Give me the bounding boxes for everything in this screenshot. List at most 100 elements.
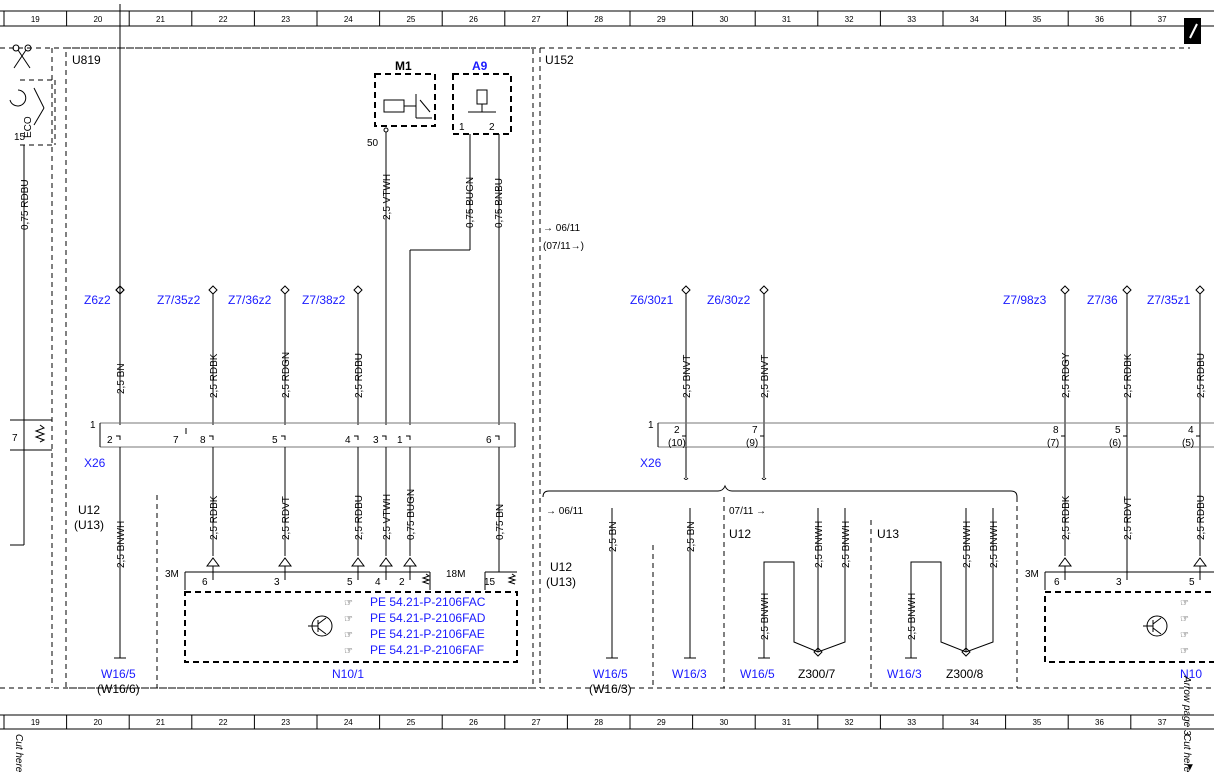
ruler-col-bottom-31: 31 [782, 718, 791, 727]
n10-1-conn-18m: 18M [446, 569, 465, 580]
ruler-col-top-30: 30 [719, 15, 728, 24]
n10-1-ref-1[interactable]: PE 54.21-P-2106FAD [370, 611, 486, 625]
ruler-col-bottom-29: 29 [657, 718, 666, 727]
ruler-col-bottom-32: 32 [845, 718, 854, 727]
x26-left-pin-2: 2 [107, 435, 113, 446]
n10-right-pin-5: 5 [1189, 577, 1195, 588]
u13-right: U13 [877, 527, 899, 541]
ground-z6z2: Z6z2 [84, 293, 111, 307]
u819-box: U819 [65, 47, 534, 689]
hand-pointer-icon: ☞ [1180, 646, 1189, 657]
n10-1-ref-2[interactable]: PE 54.21-P-2106FAE [370, 627, 485, 641]
u13-left: (U13) [74, 518, 104, 532]
wire-rdbu-right-upper: 2,5 RDBU [1196, 353, 1207, 398]
component-wires: 2,5 VTWH 0,75 BUGN 0,75 BNBU [382, 132, 505, 425]
hand-pointer-icon: ☞ [1180, 630, 1189, 641]
transistor-icon-right [1143, 615, 1168, 637]
a9-label: A9 [472, 59, 488, 73]
wire-bn-mid-1: 2,5 BN [608, 521, 619, 552]
x26-left-pin-3: 3 [373, 435, 379, 446]
wire-rdbu-upper: 2,5 RDBU [354, 353, 365, 398]
wire-u12-bnwh-3: 2,5 BNWH [841, 521, 852, 568]
hand-pointer-icon: ☞ [344, 630, 353, 641]
ruler-col-top-32: 32 [845, 15, 854, 24]
ruler-col-bottom-21: 21 [156, 718, 165, 727]
wire-rdbk-right-upper: 2,5 RDBK [1123, 353, 1134, 398]
wire-u12-bnwh-1: 2,5 BNWH [760, 593, 771, 640]
ground-z300-8: Z300/8 [946, 667, 984, 681]
ruler-col-top-34: 34 [970, 15, 979, 24]
u12-right: U12 [729, 527, 751, 541]
wire-u12-bnwh-2: 2,5 BNWH [814, 521, 825, 568]
x26-pin1-left: 1 [90, 420, 96, 431]
ruler-col-bottom-24: 24 [344, 718, 353, 727]
ruler-col-top-26: 26 [469, 15, 478, 24]
wire-bnwh-lower: 2,5 BNWH [116, 521, 127, 568]
ruler-col-top-29: 29 [657, 15, 666, 24]
ground-w16-5-left: W16/5 [101, 667, 136, 681]
wire-u13-bnwh-3: 2,5 BNWH [989, 521, 1000, 568]
n10-1-ref-3[interactable]: PE 54.21-P-2106FAF [370, 643, 484, 657]
x26-left-pin-4: 4 [345, 435, 351, 446]
cut-here-right: Cut here [1181, 734, 1192, 773]
x26-label-right: X26 [640, 456, 662, 470]
wire-u13-bnwh-2: 2,5 BNWH [962, 521, 973, 568]
n10-label: N10 [1180, 667, 1202, 681]
ruler-col-top-27: 27 [532, 15, 541, 24]
u13-mid: (U13) [546, 575, 576, 589]
scissors-icon [12, 44, 32, 69]
x26-left-pin-7: 7 [173, 435, 179, 446]
a9-pin-1: 1 [459, 122, 465, 133]
ruler-col-bottom-34: 34 [970, 718, 979, 727]
ruler-col-top-33: 33 [907, 15, 916, 24]
wire-bugn-top: 0,75 BUGN [465, 177, 476, 228]
x26-right-pin-8: 8 [1053, 425, 1059, 436]
wire-rdbu-lower: 2,5 RDBU [354, 495, 365, 540]
u152-box: U152 [539, 48, 574, 688]
x26-right-pin-paren-2: (10) [668, 438, 686, 449]
a9-component: A9 1 2 [452, 59, 512, 135]
ruler-col-top-22: 22 [219, 15, 228, 24]
left-eco-label: ECO [23, 116, 34, 138]
transistor-icon [308, 615, 333, 637]
wire-bnbu-top: 0,75 BNBU [494, 178, 505, 228]
n10-1-label: N10/1 [332, 667, 364, 681]
n10-1-pin-4: 4 [375, 577, 381, 588]
ruler-col-top-24: 24 [344, 15, 353, 24]
lower-left-wires: 2,5 BNWH 2,5 RDBK 2,5 RDVT 2,5 RDBU 2,5 … [114, 447, 506, 659]
ruler-col-bottom-22: 22 [219, 718, 228, 727]
a9-pin-2: 2 [489, 122, 495, 133]
arrow-page-label: Arrow page 3 [1181, 675, 1192, 736]
wire-rdbk-right-lower: 2,5 RDBK [1061, 495, 1072, 540]
n10-right-pin-6: 6 [1054, 577, 1060, 588]
ground-z7-38z2: Z7/38z2 [302, 293, 346, 307]
wire-bnvt-2: 2,5 BNVT [760, 355, 771, 398]
ground-w16-3-paren: (W16/3) [589, 682, 632, 696]
u12-left: U12 [78, 503, 100, 517]
wire-bnvt-1: 2,5 BNVT [682, 355, 693, 398]
x26-right-pin-paren-8: (7) [1047, 438, 1059, 449]
ground-z300-7: Z300/7 [798, 667, 836, 681]
ruler-col-bottom-19: 19 [31, 718, 40, 727]
hand-pointer-icon: ☞ [344, 614, 353, 625]
m1-component: M1 50 [367, 59, 436, 149]
ruler-col-top-19: 19 [31, 15, 40, 24]
ground-z6-30z2: Z6/30z2 [707, 293, 751, 307]
n10-1-ref-0[interactable]: PE 54.21-P-2106FAC [370, 595, 486, 609]
ruler-col-bottom-20: 20 [93, 718, 102, 727]
x26-left-pin-8: 8 [200, 435, 206, 446]
date-note-top-from: → 06/11 [543, 223, 580, 234]
x26-right-pin-paren-7: (9) [746, 438, 758, 449]
n10-1-pin-15: 15 [484, 577, 496, 588]
x26-pin1-right: 1 [648, 420, 654, 431]
x26-left-pin-5: 5 [272, 435, 278, 446]
x26-label-left: X26 [84, 456, 106, 470]
wire-bugn-lower: 0,75 BUGN [406, 489, 417, 540]
ruler-col-top-20: 20 [93, 15, 102, 24]
n10-1-pin-5: 5 [347, 577, 353, 588]
wire-rdbk-lower: 2,5 RDBK [209, 495, 220, 540]
date-note-mid-until: → 06/11 [546, 506, 583, 517]
ruler-col-bottom-25: 25 [406, 718, 415, 727]
